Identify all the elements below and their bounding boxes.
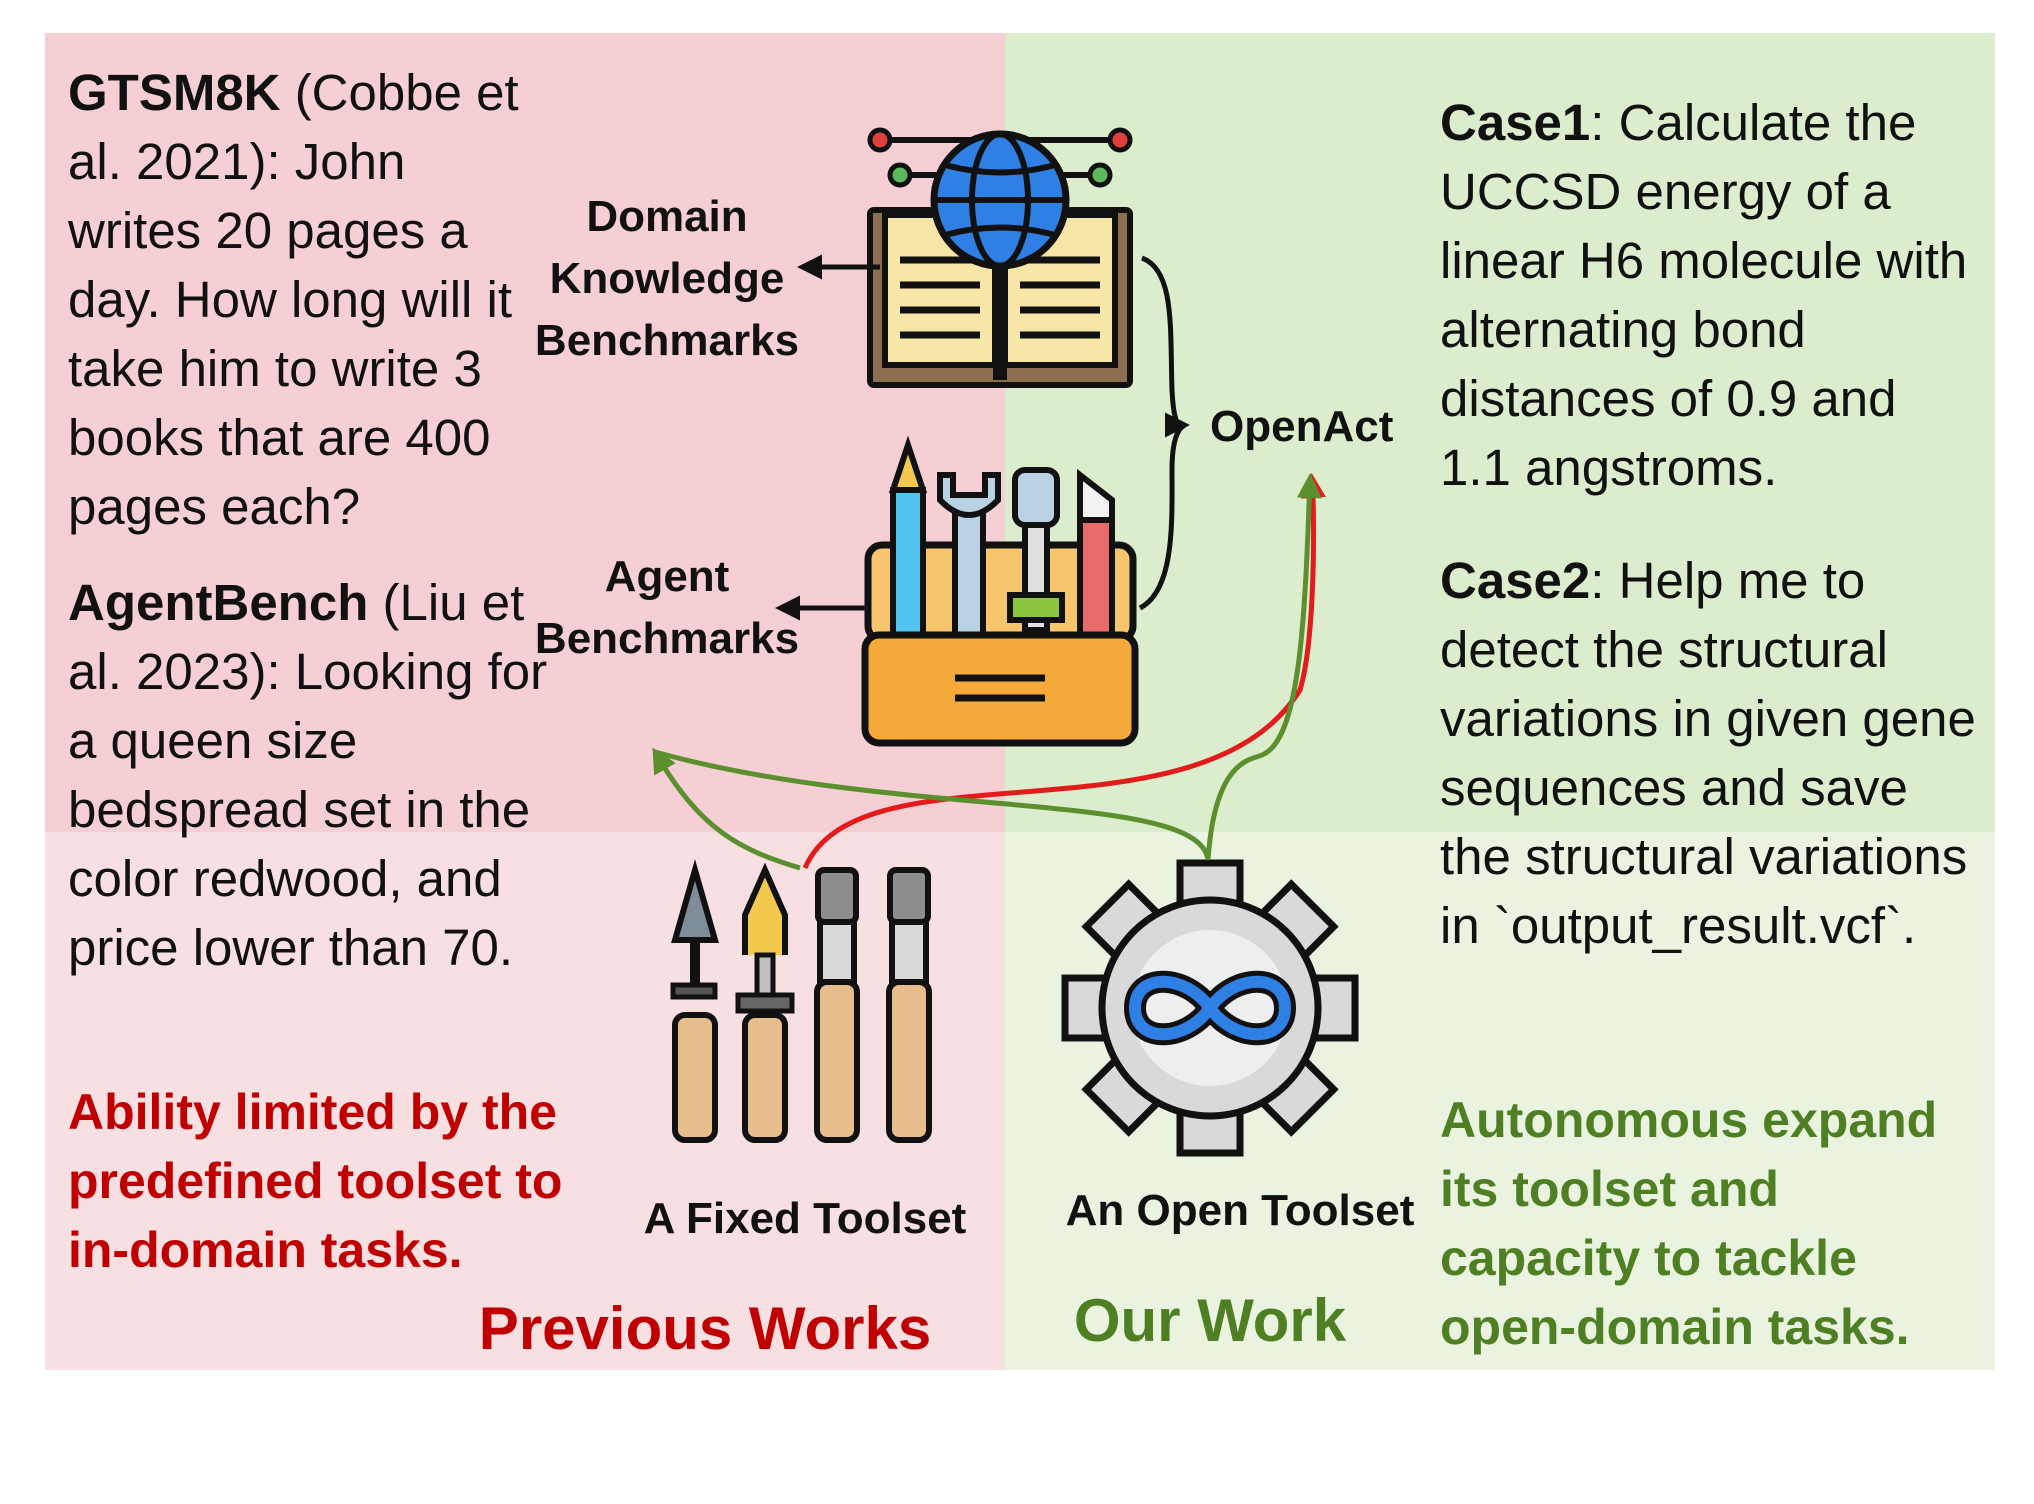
- case2-text: : Help me to detect the structural varia…: [1440, 552, 1976, 954]
- domain-knowledge-label: Domain Knowledge Benchmarks: [534, 192, 800, 365]
- openact-label: OpenAct: [1210, 402, 1394, 451]
- limitation-text: Ability limited by the predefined toolse…: [68, 1084, 563, 1278]
- fixed-tools-icon: [670, 859, 932, 1143]
- case1-example: Case1: Calculate the UCCSD energy of a l…: [1440, 88, 1980, 502]
- our-work-footer: Our Work: [1073, 1287, 1347, 1354]
- open-toolset-label: An Open Toolset: [1065, 1186, 1415, 1235]
- advantage-text: Autonomous expand its toolset and capaci…: [1440, 1092, 1938, 1355]
- benchmark-arrows: [775, 254, 1190, 621]
- agentbench-text: (Liu et al. 2023): Looking for a queen s…: [68, 574, 548, 976]
- agent-benchmarks-label: Agent Benchmarks: [534, 552, 800, 663]
- agentbench-name: AgentBench: [68, 574, 369, 631]
- fixed-toolset-label: A Fixed Toolset: [643, 1194, 967, 1243]
- gtsm8k-name: GTSM8K: [68, 64, 281, 121]
- case2-name: Case2: [1440, 552, 1591, 609]
- previous-works-upper-panel: [45, 33, 1005, 832]
- case1-name: Case1: [1440, 94, 1591, 151]
- book-globe-icon: [867, 127, 1133, 388]
- case2-example: Case2: Help me to detect the structural …: [1440, 546, 1980, 960]
- previous-works-footer: Previous Works: [478, 1295, 932, 1362]
- agentbench-example: AgentBench (Liu et al. 2023): Looking fo…: [68, 568, 548, 982]
- gear-infinity-icon: [1061, 859, 1359, 1157]
- gtsm8k-example: GTSM8K (Cobbe et al. 2021): John writes …: [68, 58, 548, 541]
- green-arrows: [652, 473, 1322, 871]
- gtsm8k-text: (Cobbe et al. 2021): John writes 20 page…: [68, 64, 519, 535]
- toolbox-icon: [861, 435, 1139, 747]
- case1-text: : Calculate the UCCSD energy of a linear…: [1440, 94, 1968, 496]
- red-arrow-fixed-to-openact: [802, 473, 1326, 869]
